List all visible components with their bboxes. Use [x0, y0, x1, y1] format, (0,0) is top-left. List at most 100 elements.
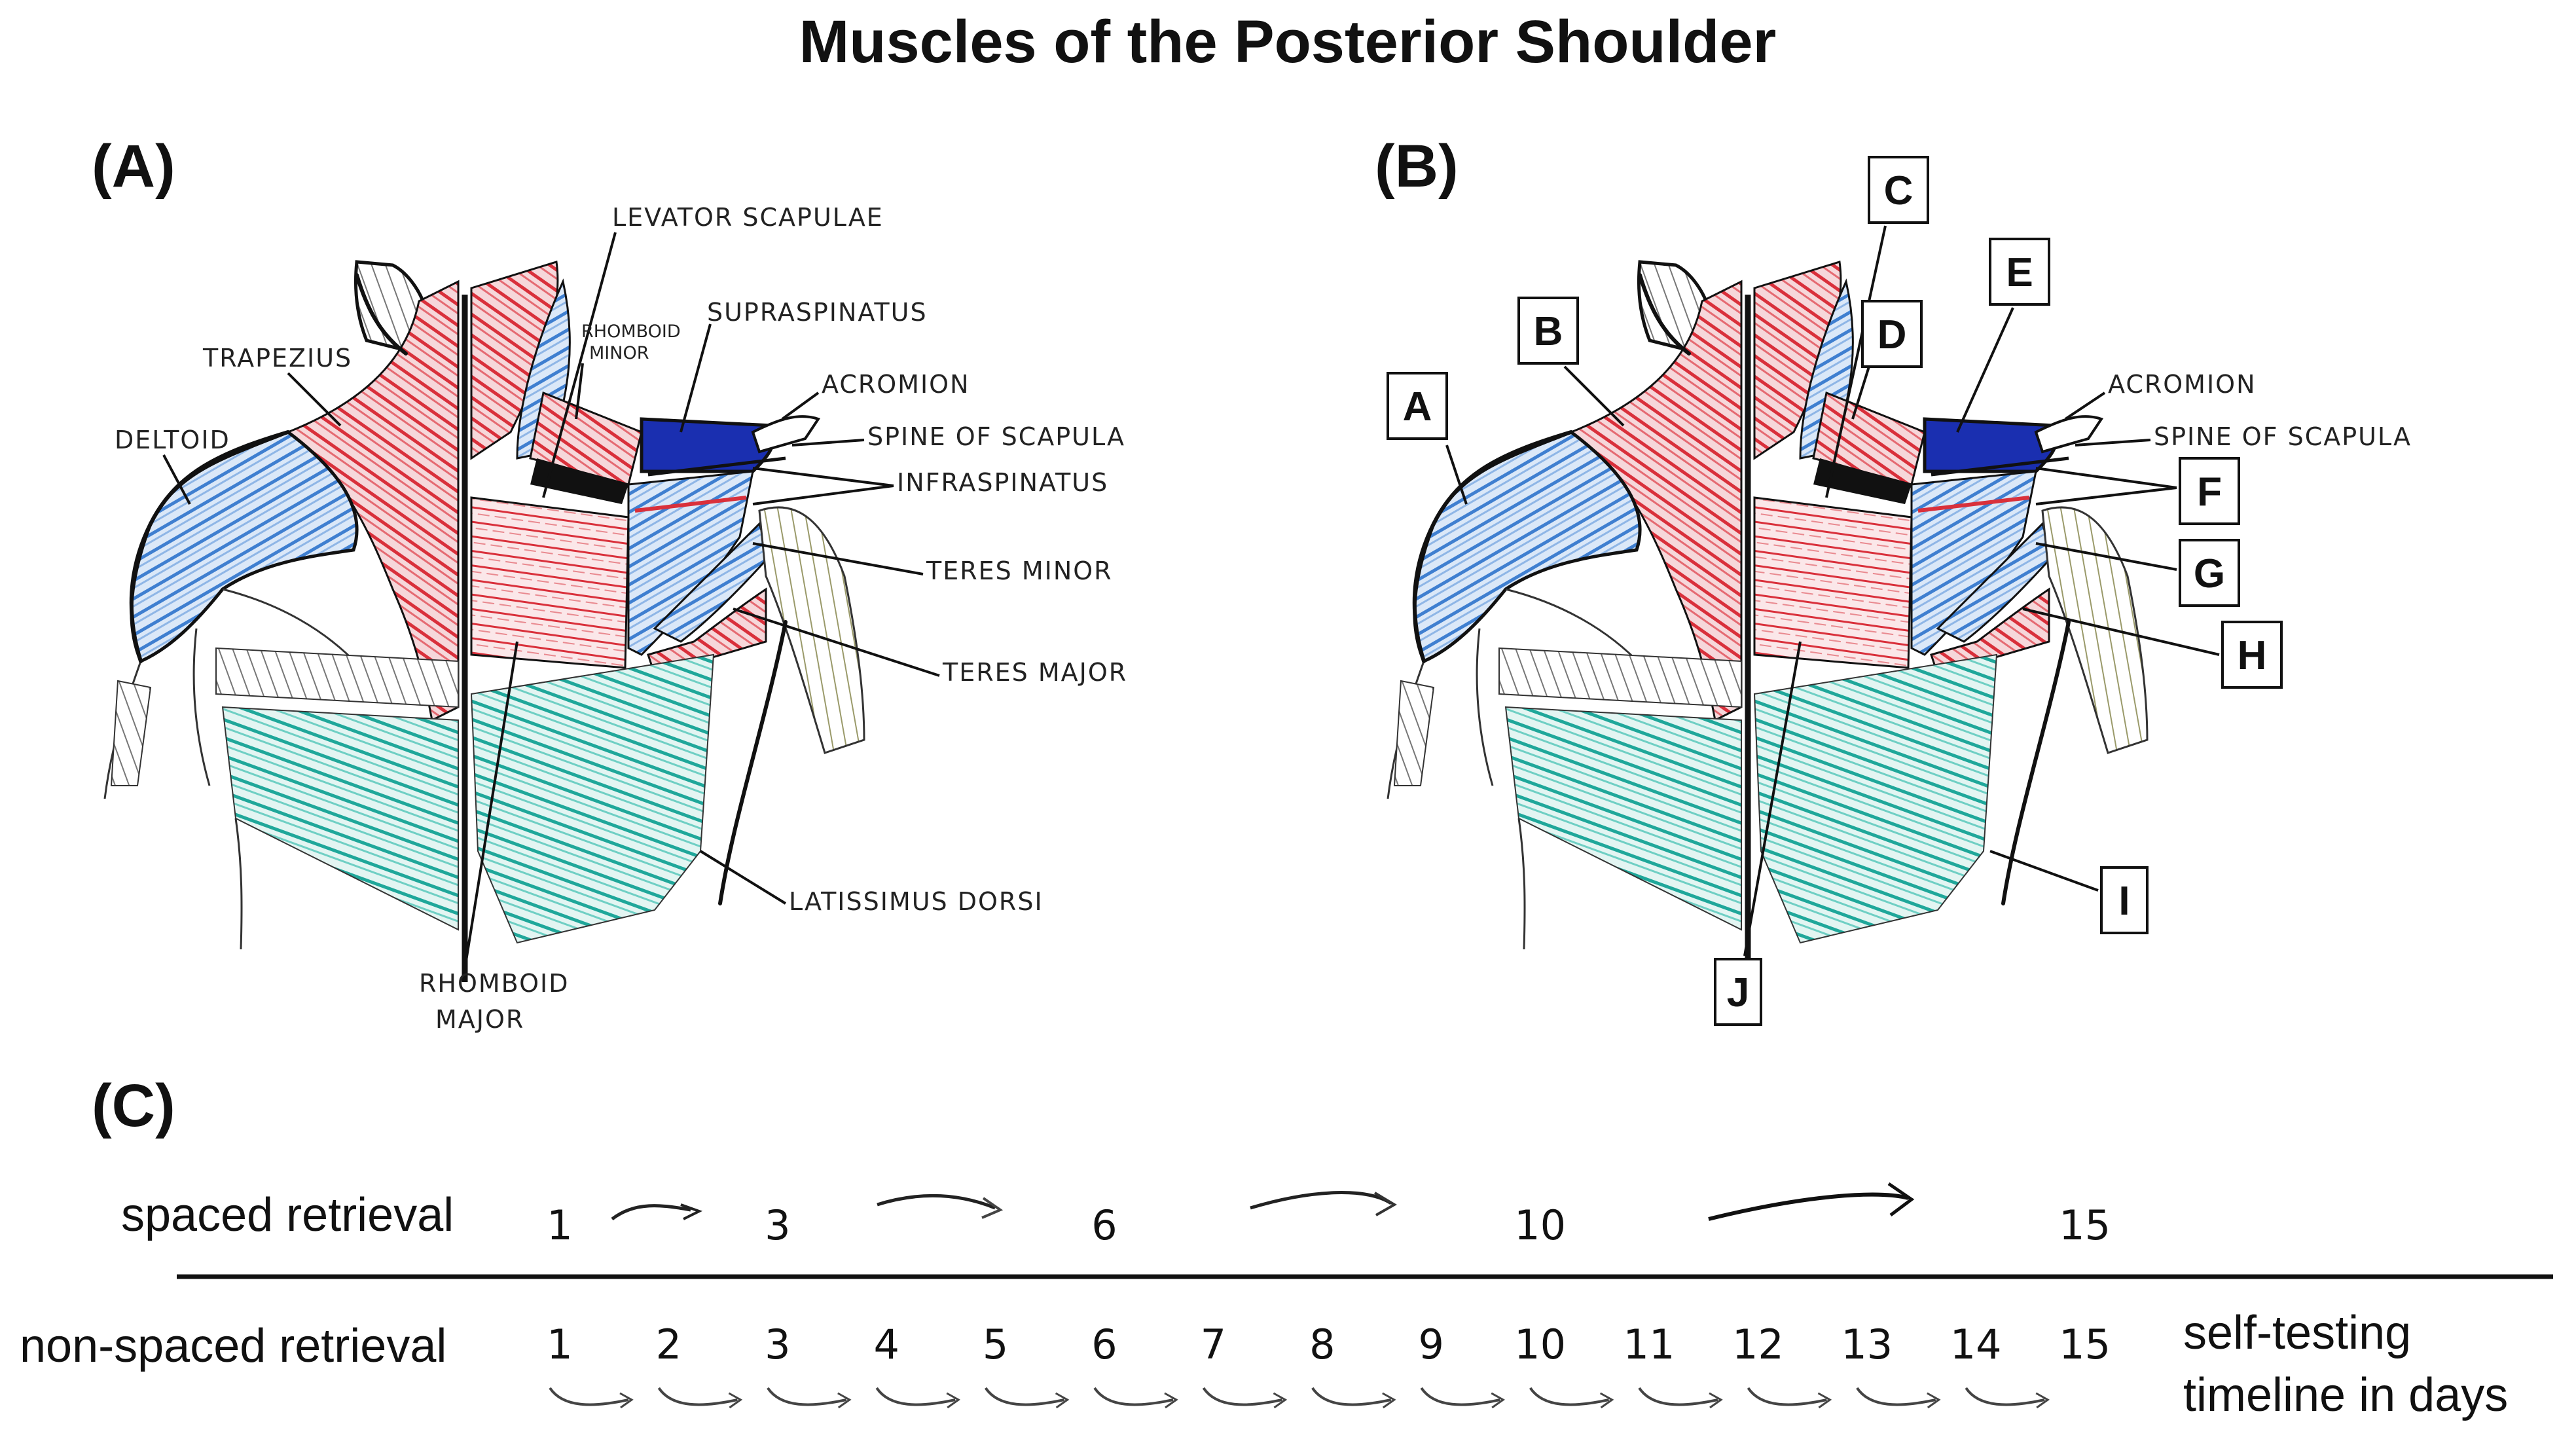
non-spaced-arrow-head-2 [728, 1392, 743, 1409]
label-box-b [1517, 297, 1579, 365]
leader-spine-of-scapula [791, 439, 865, 447]
label-box-c-text: C [1884, 168, 1914, 213]
label-box-f-text: F [2197, 469, 2222, 515]
leader-box-e [1956, 307, 2014, 433]
leader-rhomboid-minor [575, 363, 584, 420]
spaced-arrow-1-head [680, 1203, 703, 1220]
spaced-arrows [611, 1182, 1915, 1221]
non-spaced-arrow-head-4 [946, 1392, 961, 1409]
non-spaced-retrieval-label: non-spaced retrieval [20, 1320, 446, 1372]
label-b-acromion: ACROMION [2108, 370, 2257, 399]
spaced-arrow-1 [611, 1204, 691, 1220]
non-spaced-arrow-head-10 [1599, 1392, 1614, 1409]
label-box-i-text: I [2118, 879, 2130, 924]
non-spaced-day-14: 14 [1950, 1321, 2002, 1368]
leader-latissimus-dorsi [699, 850, 787, 905]
leader-levator-scapulae [542, 232, 617, 498]
label-box-c [1868, 156, 1929, 224]
leader-b-spine [2075, 439, 2151, 447]
spaced-day-3: 3 [765, 1201, 790, 1249]
spaced-day-6: 6 [1091, 1201, 1117, 1249]
label-box-d-text: D [1878, 312, 1907, 357]
label-rhomboid-minor-2: MINOR [589, 343, 649, 363]
label-trapezius: TRAPEZIUS [202, 344, 352, 373]
label-box-j-text: J [1727, 970, 1749, 1015]
label-box-a [1387, 372, 1448, 440]
spaced-day-15: 15 [2059, 1201, 2111, 1249]
non-spaced-arrow-5 [984, 1387, 1065, 1406]
label-teres-minor: TERES MINOR [926, 556, 1113, 585]
label-infraspinatus: INFRASPINATUS [897, 468, 1108, 497]
spaced-day-10: 10 [1514, 1201, 1566, 1249]
label-box-e-text: E [2006, 250, 2033, 295]
leader-box-f-2 [2035, 486, 2177, 505]
non-spaced-arrow-head-7 [1273, 1392, 1288, 1409]
non-spaced-arrow-head-5 [1055, 1392, 1070, 1409]
non-spaced-day-8: 8 [1309, 1321, 1335, 1368]
leader-rhomboid-major [463, 641, 518, 970]
non-spaced-arrow-head-9 [1491, 1392, 1506, 1409]
leader-box-a [1445, 445, 1468, 505]
spaced-day-1: 1 [547, 1201, 572, 1249]
label-b-spine-of-scapula: SPINE OF SCAPULA [2154, 422, 2412, 451]
non-spaced-day-10: 10 [1514, 1321, 1566, 1368]
label-rhomboid-major-1: RHOMBOID [419, 969, 569, 998]
non-spaced-arrow-head-12 [1817, 1392, 1832, 1409]
non-spaced-day-2: 2 [656, 1321, 681, 1368]
non-spaced-day-3: 3 [765, 1321, 790, 1368]
label-box-h [2221, 621, 2283, 689]
non-spaced-day-15: 15 [2059, 1321, 2111, 1368]
non-spaced-day-1: 1 [547, 1321, 572, 1368]
non-spaced-arrow-head-8 [1382, 1392, 1396, 1409]
non-spaced-day-6: 6 [1091, 1321, 1117, 1368]
spaced-days-group: 1 3 6 10 15 [547, 1201, 2111, 1249]
non-spaced-day-13: 13 [1841, 1321, 1893, 1368]
label-box-i [2100, 866, 2149, 934]
panel-b-drawing [1388, 262, 2147, 982]
leader-deltoid [162, 454, 191, 505]
label-deltoid: DELTOID [115, 426, 230, 454]
non-spaced-day-12: 12 [1732, 1321, 1784, 1368]
label-teres-major: TERES MAJOR [942, 658, 1127, 687]
non-spaced-arrow-12 [1747, 1387, 1827, 1406]
panel-label-c: (C) [92, 1072, 175, 1139]
non-spaced-day-7: 7 [1201, 1321, 1226, 1368]
non-spaced-arrow-head-14 [2035, 1392, 2050, 1409]
spaced-arrow-4 [1708, 1192, 1909, 1221]
non-spaced-arrows [549, 1387, 2050, 1409]
label-box-g-text: G [2194, 551, 2225, 596]
spaced-arrow-4-head [1887, 1182, 1915, 1216]
non-spaced-arrow-head-6 [1164, 1392, 1178, 1409]
figure-title: Muscles of the Posterior Shoulder [799, 9, 1777, 75]
non-spaced-day-5: 5 [983, 1321, 1008, 1368]
label-box-d [1861, 300, 1923, 368]
non-spaced-arrow-7 [1202, 1387, 1282, 1406]
leader-box-h [2022, 608, 2220, 656]
non-spaced-arrow-10 [1529, 1387, 1610, 1406]
leader-acromion [781, 392, 820, 420]
non-spaced-arrow-6 [1093, 1387, 1174, 1406]
panel-label-b: (B) [1375, 133, 1459, 200]
non-spaced-arrow-head-1 [619, 1392, 634, 1409]
label-box-j [1714, 958, 1762, 1026]
panel-a-labels: LEVATOR SCAPULAE SUPRASPINATUS RHOMBOID … [115, 203, 1127, 1034]
label-spine-of-scapula: SPINE OF SCAPULA [867, 422, 1125, 451]
non-spaced-arrow-9 [1420, 1387, 1500, 1406]
leader-box-g [2035, 542, 2177, 571]
non-spaced-arrow-head-13 [1927, 1392, 1941, 1409]
axis-label-line-2: timeline in days [2183, 1369, 2508, 1421]
leader-trapezius [287, 372, 342, 427]
label-levator-scapulae: LEVATOR SCAPULAE [612, 203, 884, 232]
leader-box-d [1851, 366, 1870, 420]
leader-infraspinatus-1 [752, 467, 894, 487]
label-box-h-text: H [2238, 633, 2267, 678]
spaced-retrieval-label: spaced retrieval [121, 1189, 454, 1241]
non-spaced-day-4: 4 [873, 1321, 899, 1368]
label-box-b-text: B [1534, 309, 1563, 354]
leader-supraspinatus [680, 323, 712, 433]
non-spaced-arrow-13 [1856, 1387, 1936, 1406]
retrieval-timeline: spaced retrieval non-spaced retrieval se… [20, 1182, 2553, 1421]
non-spaced-arrow-14 [1965, 1387, 2045, 1406]
label-latissimus-dorsi: LATISSIMUS DORSI [789, 887, 1043, 916]
spaced-arrow-3 [1250, 1191, 1392, 1210]
